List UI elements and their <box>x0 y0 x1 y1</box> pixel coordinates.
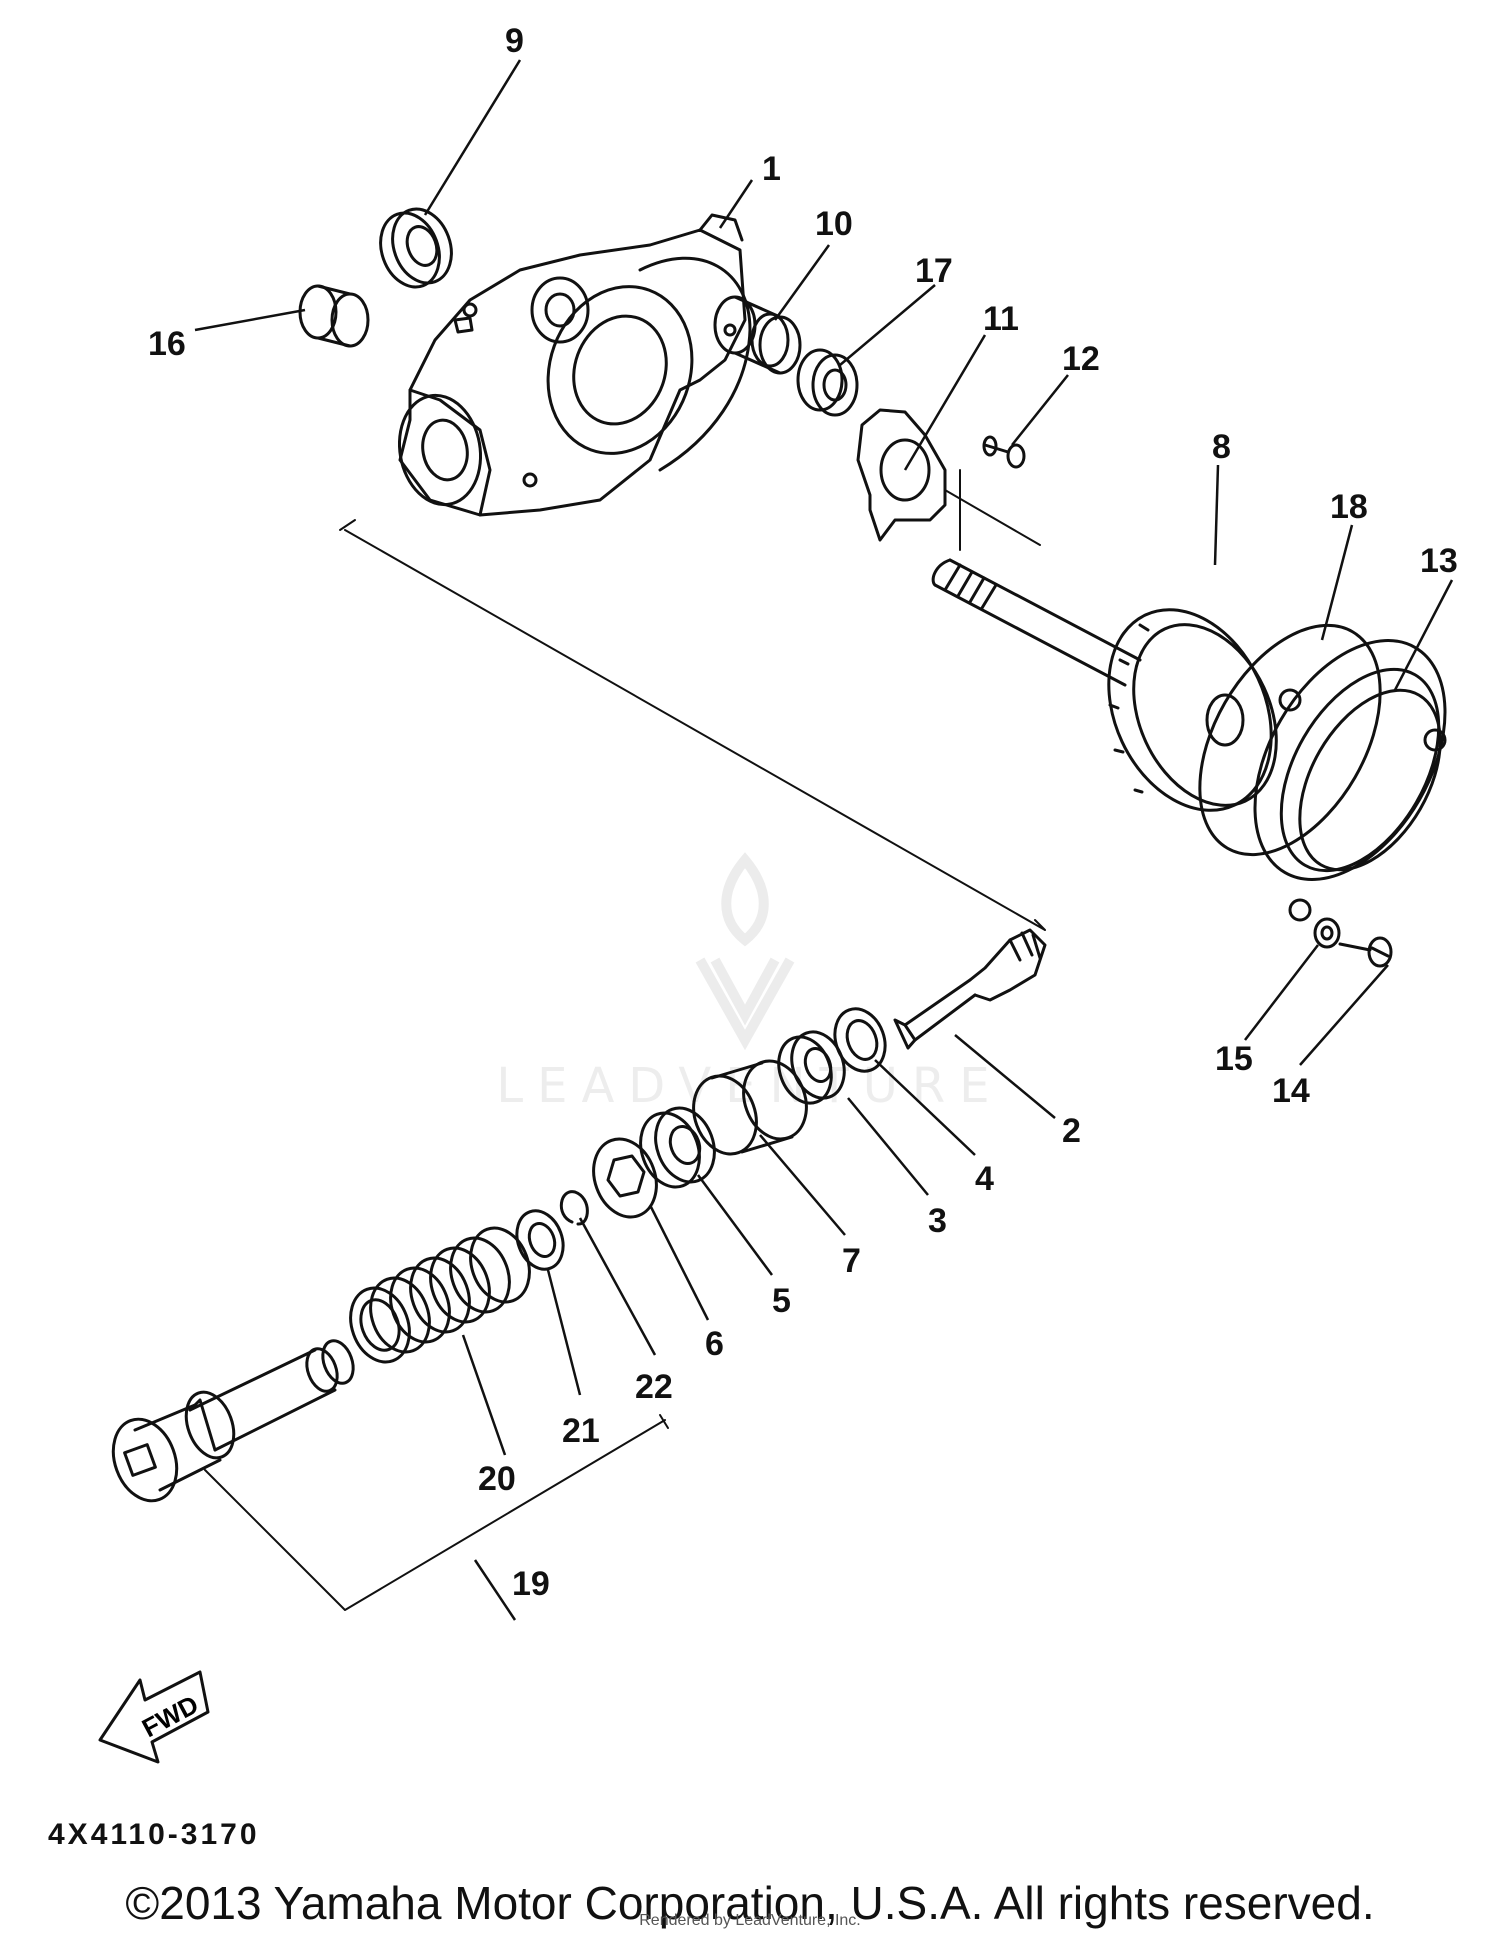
copyright-notice: ©2013 Yamaha Motor Corporation, U.S.A. A… <box>125 1877 1375 1929</box>
callout-16: 16 <box>148 325 186 363</box>
bearing-17 <box>796 348 859 417</box>
spring-20 <box>349 1226 531 1364</box>
bolt-14 <box>1338 936 1393 968</box>
callout-13: 13 <box>1420 542 1458 580</box>
callout-2: 2 <box>1062 1112 1081 1150</box>
render-credit: Rendered by LeadVenture, Inc. <box>639 1912 861 1929</box>
bushing-16 <box>298 284 370 348</box>
shaft-19 <box>111 1339 355 1503</box>
bracket-19-end <box>659 1414 669 1429</box>
callout-9: 9 <box>505 22 524 60</box>
callout-6: 6 <box>705 1325 724 1363</box>
callout-17: 17 <box>915 252 953 290</box>
callout-3: 3 <box>928 1202 947 1240</box>
callout-1: 1 <box>762 150 781 188</box>
nut-6 <box>592 1137 658 1219</box>
bracket-19 <box>204 1419 666 1611</box>
circlip-22 <box>560 1190 589 1226</box>
forward-arrow-icon: FWD <box>98 1670 210 1764</box>
washer-21 <box>515 1209 565 1271</box>
screw-12 <box>982 435 1026 469</box>
drawing-number: 4X4110-3170 <box>48 1818 260 1851</box>
o-ring-18 <box>1198 623 1382 857</box>
callout-21: 21 <box>562 1412 600 1450</box>
bearing-retainer-11 <box>856 408 947 542</box>
drive-shaft-gear-8 <box>931 558 1278 812</box>
callout-14: 14 <box>1272 1072 1310 1110</box>
bearing-5 <box>639 1106 716 1189</box>
gear-case <box>397 213 752 517</box>
bearing-3 <box>777 1030 846 1105</box>
watermark-logo <box>695 852 795 1051</box>
callout-11: 11 <box>983 300 1019 338</box>
callout-7: 7 <box>842 1242 861 1280</box>
callout-19: 19 <box>512 1565 550 1603</box>
oil-seal-9 <box>379 207 453 289</box>
callout-12: 12 <box>1062 340 1100 378</box>
callout-15: 15 <box>1215 1040 1253 1078</box>
leader-lines <box>194 59 1454 1621</box>
cover-13 <box>1253 639 1447 922</box>
leader-line <box>944 469 1041 551</box>
callout-20: 20 <box>478 1460 516 1498</box>
callout-8: 8 <box>1212 428 1231 466</box>
sleeve-7 <box>692 1059 808 1156</box>
callout-18: 18 <box>1330 488 1368 526</box>
drive-pinion-2 <box>893 928 1047 1050</box>
callout-10: 10 <box>815 205 853 243</box>
washer-15 <box>1313 917 1341 949</box>
callout-22: 22 <box>635 1368 673 1406</box>
collar-10 <box>713 295 802 375</box>
callout-5: 5 <box>772 1282 791 1320</box>
assembly-bracket-end <box>339 519 356 531</box>
assembly-bracket <box>344 529 1046 931</box>
callout-4: 4 <box>975 1160 994 1198</box>
